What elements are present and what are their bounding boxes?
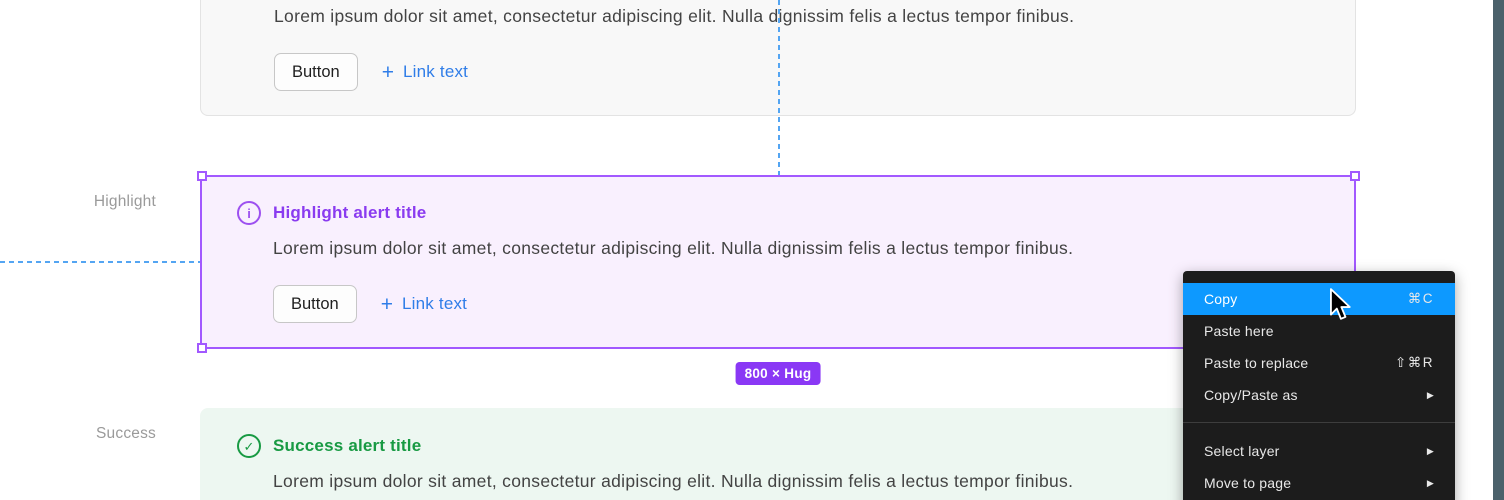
- alignment-guide-horizontal: [0, 261, 200, 263]
- info-icon: i: [237, 201, 261, 225]
- alert-button[interactable]: Button: [273, 285, 357, 323]
- check-circle-icon: ✓: [237, 434, 261, 458]
- alert-title: Highlight alert title: [273, 203, 427, 222]
- submenu-arrow-icon: ▶: [1426, 477, 1434, 488]
- selection-handle-nw[interactable]: [197, 171, 207, 181]
- alert-body-text: Lorem ipsum dolor sit amet, consectetur …: [274, 6, 1075, 26]
- alert-body-text: Lorem ipsum dolor sit amet, consectetur …: [273, 238, 1074, 258]
- menu-item-copy[interactable]: Copy ⌘C: [1183, 283, 1455, 315]
- menu-item-paste-here[interactable]: Paste here: [1183, 315, 1455, 347]
- link-label: Link text: [402, 62, 469, 81]
- alert-link[interactable]: + Link text: [382, 62, 468, 83]
- size-badge: 800 × Hug: [735, 362, 821, 385]
- menu-item-select-layer[interactable]: Select layer ▶: [1183, 435, 1455, 467]
- alert-body-text: Lorem ipsum dolor sit amet, consectetur …: [273, 471, 1074, 491]
- link-label: Link text: [401, 294, 468, 313]
- menu-item-label: Copy: [1204, 291, 1238, 307]
- menu-shortcut: ⇧⌘R: [1394, 355, 1434, 370]
- selection-handle-ne[interactable]: [1350, 171, 1360, 181]
- menu-item-label: Move to page: [1204, 475, 1292, 491]
- plus-icon: +: [381, 60, 394, 84]
- alert-title: Success alert title: [273, 436, 422, 455]
- plus-icon: +: [380, 292, 393, 316]
- menu-item-label: Copy/Paste as: [1204, 387, 1298, 403]
- menu-item-label: Paste to replace: [1204, 355, 1309, 371]
- submenu-arrow-icon: ▶: [1426, 389, 1434, 400]
- section-label-success: Success: [96, 425, 156, 442]
- alert-button[interactable]: Button: [274, 53, 358, 91]
- selection-handle-sw[interactable]: [197, 343, 207, 353]
- menu-item-label: Paste here: [1204, 323, 1274, 339]
- context-menu: Copy ⌘C Paste here Paste to replace ⇧⌘R …: [1183, 271, 1455, 500]
- alert-card-highlight[interactable]: i Highlight alert title Lorem ipsum dolo…: [200, 175, 1356, 349]
- window-edge-bar: [1493, 0, 1504, 500]
- menu-separator: [1183, 422, 1455, 423]
- submenu-arrow-icon: ▶: [1426, 445, 1434, 456]
- menu-item-move-to-page[interactable]: Move to page ▶: [1183, 467, 1455, 499]
- menu-shortcut: ⌘C: [1407, 291, 1434, 306]
- alert-link[interactable]: + Link text: [381, 294, 467, 315]
- section-label-highlight: Highlight: [93, 193, 156, 210]
- menu-item-paste-to-replace[interactable]: Paste to replace ⇧⌘R: [1183, 347, 1455, 379]
- alert-card-success[interactable]: ✓ Success alert title Lorem ipsum dolor …: [200, 408, 1356, 500]
- menu-item-label: Select layer: [1204, 443, 1280, 459]
- menu-item-copy-paste-as[interactable]: Copy/Paste as ▶: [1183, 379, 1455, 411]
- alignment-guide-vertical: [778, 0, 780, 175]
